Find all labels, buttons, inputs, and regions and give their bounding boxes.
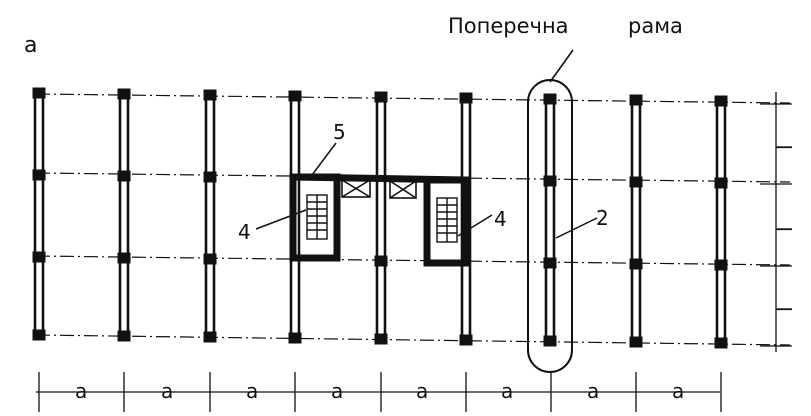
frame-callout-title: Поперечна: [448, 14, 569, 38]
leader-stair-left: [255, 209, 307, 230]
horizontal-grid-lines: [35, 93, 791, 346]
frame-5: [374, 91, 388, 345]
leader-transverse-frame: [555, 217, 598, 239]
stair-left-icon: [306, 194, 328, 240]
bottom-dimension-labels: a a a a a a a a: [75, 379, 684, 403]
figure-label: а: [24, 33, 37, 58]
dim-a-6: a: [501, 379, 513, 403]
transverse-frame-outline: [527, 79, 573, 373]
grid-line-row-4: [35, 334, 791, 346]
leader-core-frame: [311, 142, 337, 176]
side-dimension-labels: l l l: [773, 144, 797, 312]
bottom-dimension-chain: [36, 372, 722, 412]
leader-stair-right: [457, 214, 493, 237]
label-transverse-frame: 2: [596, 206, 609, 230]
dim-a-7: a: [587, 379, 599, 403]
grid-line-row-1: [35, 93, 791, 104]
frame-columns: [32, 87, 728, 349]
stair-right-icon: [436, 197, 458, 243]
dim-a-5: a: [416, 379, 428, 403]
dim-l-3: l: [773, 306, 797, 312]
label-stair-right: 4: [494, 207, 507, 231]
frame-7-transverse: [543, 93, 557, 347]
dim-l-2: l: [773, 226, 797, 232]
dim-a-4: a: [331, 379, 343, 403]
dim-a-3: a: [246, 379, 258, 403]
dim-l-1: l: [773, 144, 797, 150]
dim-a-8: a: [672, 379, 684, 403]
frame-2: [117, 88, 131, 342]
frame-8: [629, 94, 643, 348]
frame-1: [32, 87, 46, 341]
frame-9: [714, 95, 728, 349]
grid-line-row-2: [35, 172, 791, 183]
label-stair-left: 4: [238, 220, 251, 244]
side-dimension-chain: [760, 92, 792, 352]
dim-a-1: a: [75, 379, 87, 403]
grid-line-row-3: [35, 255, 791, 266]
dim-a-2: a: [161, 379, 173, 403]
label-core-frame: 5: [333, 120, 346, 144]
callout-leader-frame: [549, 49, 574, 83]
frame-3: [203, 89, 217, 343]
frame-callout-title-2: рама: [628, 14, 683, 38]
stair-core: [289, 173, 470, 267]
core-wall-top: [292, 173, 467, 184]
braced-bay-set: [341, 179, 417, 199]
